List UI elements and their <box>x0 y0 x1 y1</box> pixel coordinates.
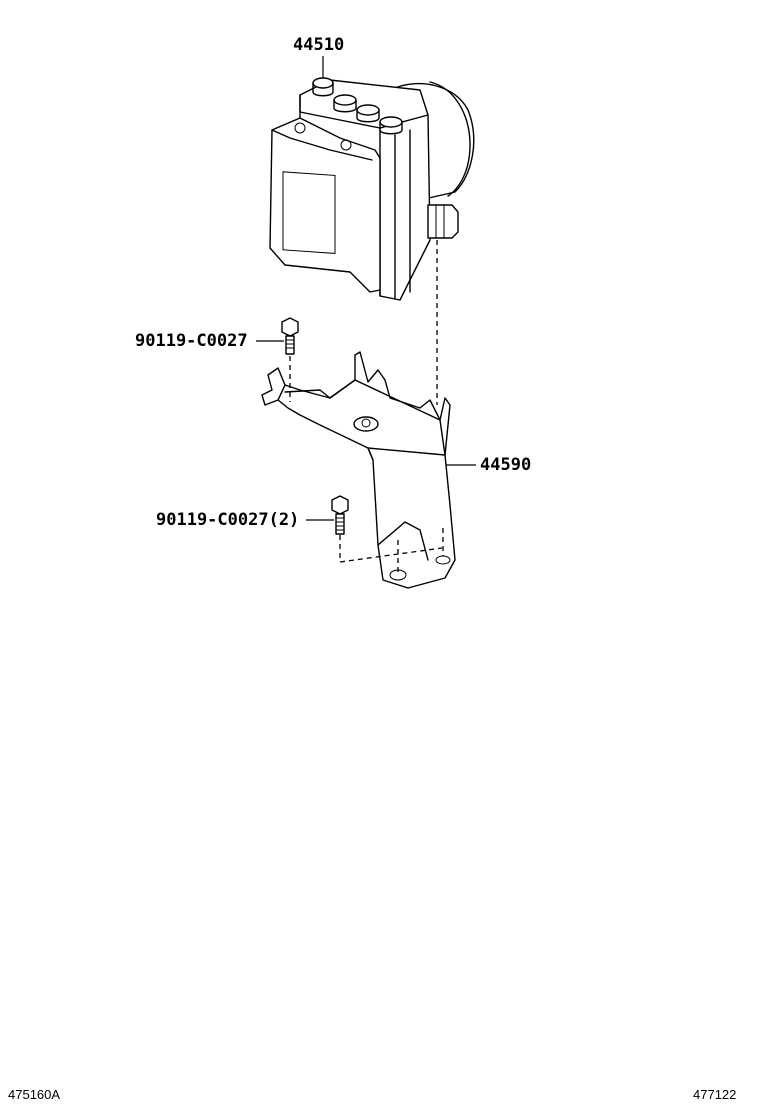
alignment-line-lower-bolt <box>339 535 443 563</box>
part-number-bolt-lower[interactable]: 90119-C0027(2) <box>156 510 300 530</box>
bolt-upper-illustration <box>281 317 299 355</box>
illustration-code-right: 477122 <box>693 1087 737 1102</box>
bracket-illustration <box>261 351 456 589</box>
abs-actuator-illustration <box>269 77 475 301</box>
part-number-bracket[interactable]: 44590 <box>480 455 532 475</box>
illustration-code-left: 475160A <box>8 1087 61 1102</box>
bolt-lower-illustration <box>331 495 349 535</box>
part-number-bolt-upper[interactable]: 90119-C0027 <box>135 331 248 351</box>
part-number-abs-actuator[interactable]: 44510 <box>293 35 345 55</box>
